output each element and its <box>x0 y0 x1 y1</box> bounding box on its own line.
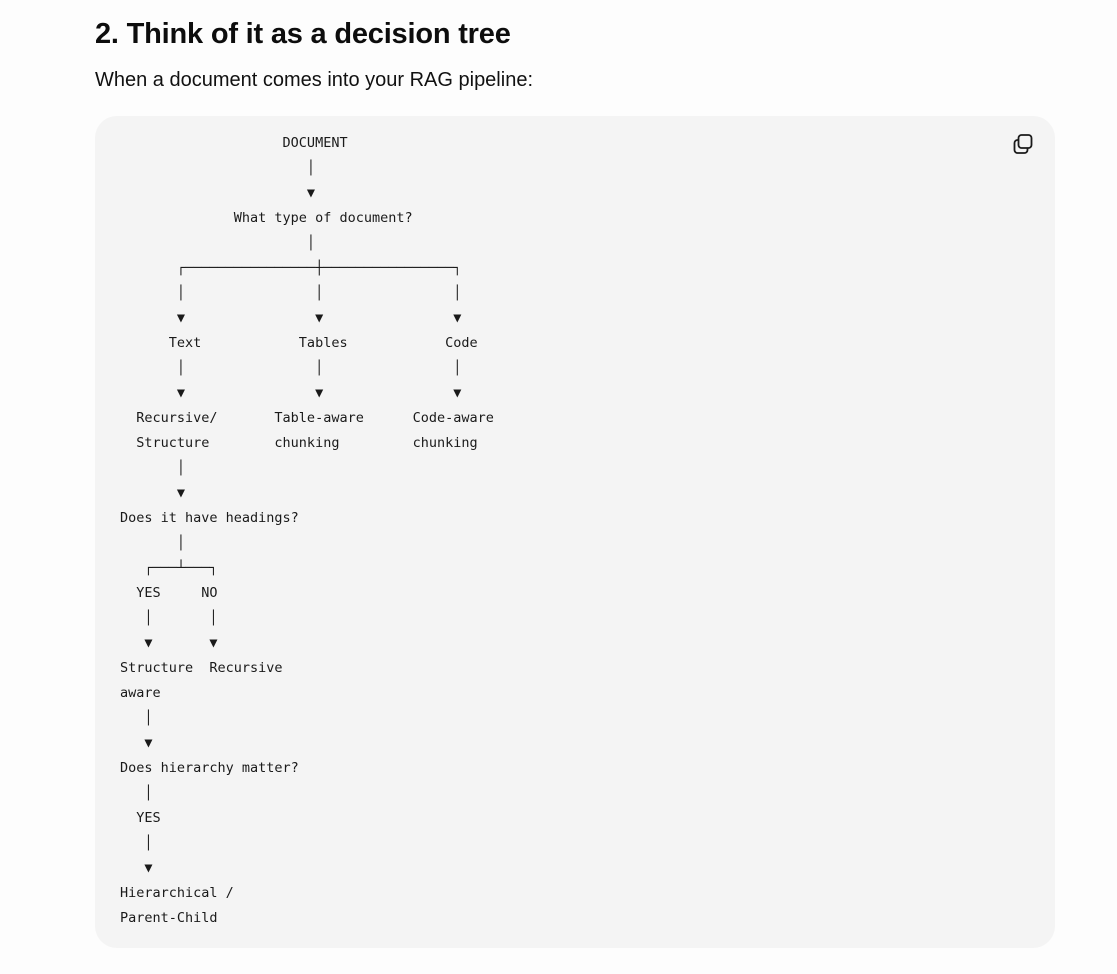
code-line: ▼ <box>120 860 153 876</box>
code-line: Recursive/ Table-aware Code-aware <box>120 410 494 426</box>
code-line: ▼ <box>120 735 153 751</box>
code-line: ▼ ▼ <box>120 635 218 651</box>
code-line: ▼ ▼ ▼ <box>120 385 462 401</box>
code-line: ▼ <box>120 185 316 201</box>
code-line: Does hierarchy matter? <box>120 760 299 776</box>
section-heading: 2. Think of it as a decision tree <box>95 18 511 50</box>
code-line: │ │ │ <box>120 360 462 376</box>
code-line: Structure Recursive <box>120 660 283 676</box>
code-line: ▼ <box>120 485 186 501</box>
code-block: DOCUMENT │ ▼ What type of document? │ ┌─… <box>95 116 1055 948</box>
intro-text: When a document comes into your RAG pipe… <box>95 69 533 91</box>
copy-icon <box>1013 134 1033 154</box>
code-line: Text Tables Code <box>120 335 478 351</box>
code-line: YES NO <box>120 585 218 601</box>
decision-tree-diagram: DOCUMENT │ ▼ What type of document? │ ┌─… <box>120 131 494 931</box>
copy-button[interactable] <box>1011 132 1035 156</box>
code-line: │ <box>120 160 316 176</box>
code-line: │ <box>120 235 316 251</box>
code-line: What type of document? <box>120 210 413 226</box>
code-line: Structure chunking chunking <box>120 435 478 451</box>
code-line: │ <box>120 710 153 726</box>
code-line: DOCUMENT <box>120 135 348 151</box>
code-line: │ <box>120 460 186 476</box>
code-line: Parent-Child <box>120 910 218 926</box>
code-line: Does it have headings? <box>120 510 299 526</box>
code-line: Hierarchical / <box>120 885 234 901</box>
code-line: ▼ ▼ ▼ <box>120 310 462 326</box>
code-line: │ │ │ <box>120 285 462 301</box>
code-line: YES <box>120 810 161 826</box>
code-line: │ <box>120 835 153 851</box>
code-line: │ │ <box>120 610 218 626</box>
code-line: ┌────────────────┼────────────────┐ <box>120 260 462 276</box>
code-line: │ <box>120 785 153 801</box>
code-line: aware <box>120 685 161 701</box>
code-line: ┌───┴───┐ <box>120 560 218 576</box>
code-line: │ <box>120 535 186 551</box>
